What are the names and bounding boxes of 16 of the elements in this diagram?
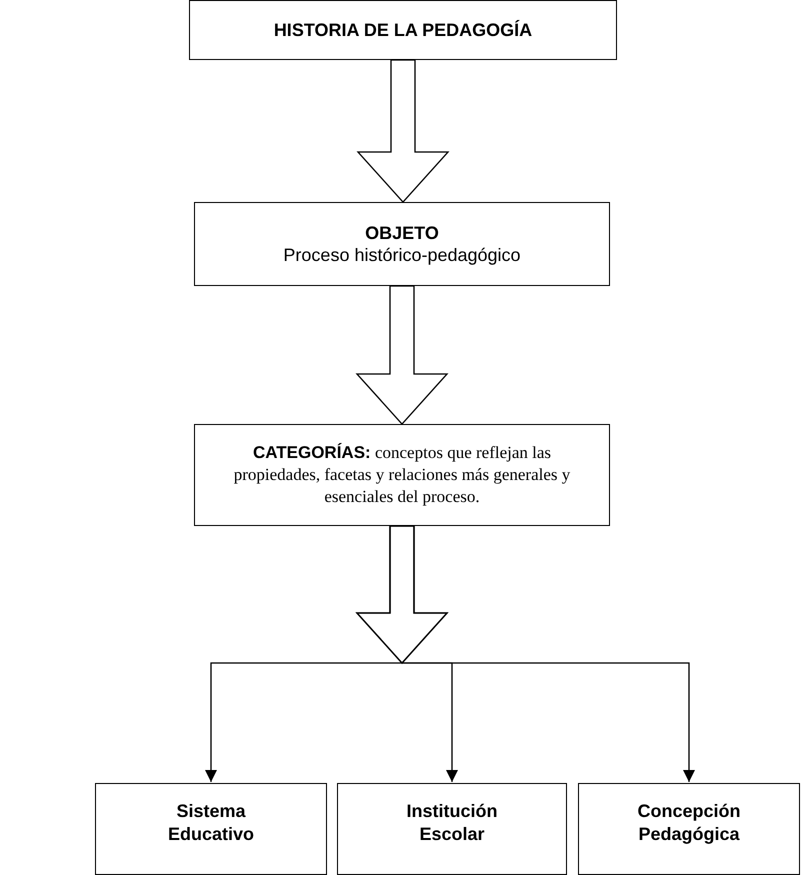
category-label: Concepción Pedagógica	[636, 800, 742, 845]
category-label: Sistema Educativo	[166, 800, 256, 845]
category-box	[95, 783, 327, 875]
box-heading: OBJETO	[365, 222, 439, 244]
category-label: Institución Escolar	[406, 800, 498, 845]
object-box	[194, 202, 610, 286]
hollow-arrow	[356, 59, 450, 203]
categories-box	[194, 424, 610, 526]
title-box	[189, 0, 617, 60]
box-description: Proceso histórico-pedagógico	[283, 244, 521, 266]
branching-arrow	[356, 525, 695, 783]
category-box	[578, 783, 800, 875]
category-box	[337, 783, 567, 875]
title-text: HISTORIA DE LA PEDAGOGÍA	[274, 18, 532, 42]
hollow-arrow	[356, 285, 448, 425]
box-description: CATEGORÍAS: conceptos que reflejan las propiedades, facetas y relaciones más generales y esenciales del proceso.	[232, 442, 572, 508]
